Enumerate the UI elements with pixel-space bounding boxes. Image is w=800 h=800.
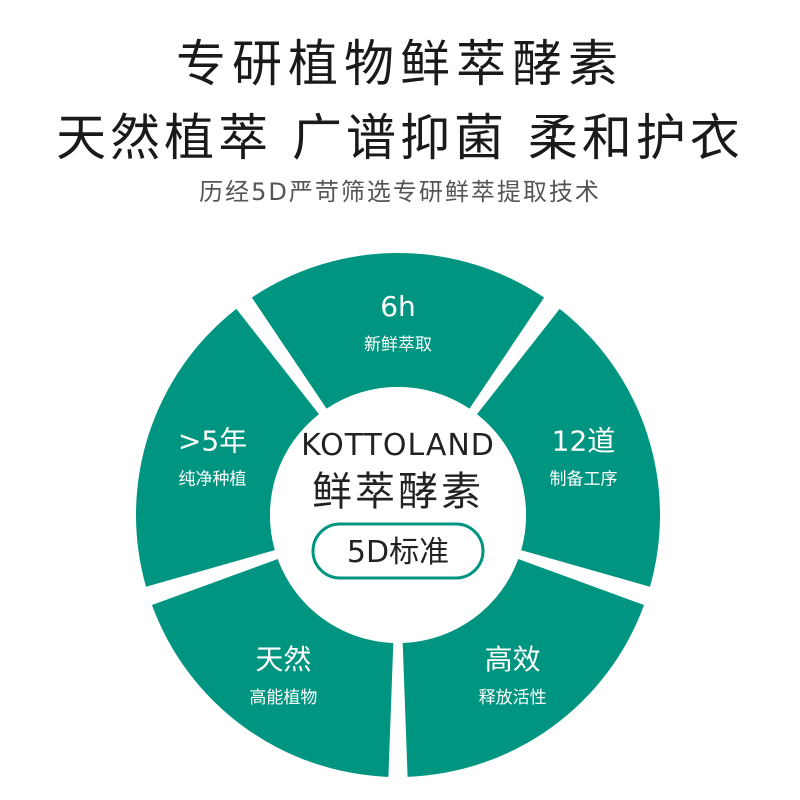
- segment-caption-5: 纯净种植: [179, 470, 247, 490]
- segment-title-2: 12道: [552, 425, 616, 458]
- wheel-segment-4: [151, 558, 394, 777]
- headline-subtitle: 历经5D严苛筛选专研鲜萃提取技术: [199, 178, 601, 206]
- segment-caption-1: 新鲜萃取: [364, 335, 432, 355]
- center-disc: [270, 387, 526, 643]
- segment-title-3: 高效: [485, 643, 541, 676]
- product-name: 鲜萃酵素: [312, 469, 484, 515]
- segment-caption-2: 制备工序: [549, 470, 617, 490]
- wheel-segment-1: [251, 252, 545, 409]
- wheel-segment-2: [476, 308, 660, 587]
- standard-label: 5D标准: [347, 535, 449, 570]
- wheel-segment-5: [135, 308, 320, 587]
- headline-line-1: 专研植物鲜萃酵素: [176, 35, 624, 93]
- segment-title-1: 6h: [380, 290, 416, 323]
- wheel-segment-3: [402, 558, 645, 777]
- segment-title-4: 天然: [255, 643, 311, 676]
- standard-pill: [311, 522, 485, 580]
- headline-line-2: 天然植萃 广谱抑菌 柔和护衣: [56, 109, 744, 167]
- segment-title-5: >5年: [178, 425, 247, 458]
- segment-caption-4: 高能植物: [249, 688, 317, 708]
- segment-caption-3: 释放活性: [479, 688, 547, 708]
- brand-name: KOTTOLAND: [301, 428, 495, 463]
- wheel-segments: [135, 252, 660, 777]
